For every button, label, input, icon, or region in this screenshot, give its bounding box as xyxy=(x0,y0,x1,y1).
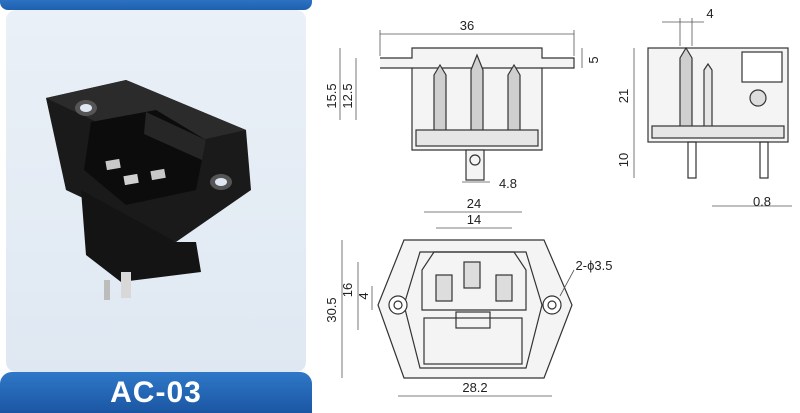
dim-side-terminal: 4.8 xyxy=(499,176,517,191)
technical-drawing: 36 15.5 12.5 5 4.8 4 21 10 0.8 24 14 30.… xyxy=(324,6,792,397)
pin-left xyxy=(105,158,121,171)
dim-end-upper: 21 xyxy=(616,89,631,103)
dim-front-height: 30.5 xyxy=(324,297,339,322)
dim-side-flange: 5 xyxy=(586,56,601,63)
dim-front-width-outer: 24 xyxy=(467,196,481,211)
front-dimensions xyxy=(341,211,575,397)
side-view xyxy=(380,47,575,181)
dim-side-height-inner: 12.5 xyxy=(340,83,355,108)
dim-front-pin-offset: 4 xyxy=(356,292,371,299)
ac-inlet-photo xyxy=(46,80,251,300)
dim-front-hole-spacing: 28.2 xyxy=(462,380,487,395)
pin-center xyxy=(123,173,139,186)
dim-side-height-total: 15.5 xyxy=(324,83,339,108)
dim-front-height-inner: 16 xyxy=(340,283,355,297)
dim-end-lower: 10 xyxy=(616,153,631,167)
terminal-tab xyxy=(121,272,131,298)
dim-end-top: 4 xyxy=(706,6,713,21)
front-view xyxy=(377,239,573,379)
end-view xyxy=(647,46,789,179)
dim-front-holes: 2-ϕ3.5 xyxy=(576,258,613,273)
inlet-body xyxy=(81,190,201,282)
pin-right xyxy=(150,168,166,181)
top-accent-bar xyxy=(0,0,312,10)
side-dimensions xyxy=(339,30,583,183)
dim-end-terminal: 0.8 xyxy=(753,194,771,209)
model-label: AC-03 xyxy=(0,372,312,413)
end-dimensions xyxy=(633,18,792,207)
dim-front-width-inner: 14 xyxy=(467,212,481,227)
dim-side-width: 36 xyxy=(460,18,474,33)
product-photo-panel: AC-03 xyxy=(0,0,312,413)
